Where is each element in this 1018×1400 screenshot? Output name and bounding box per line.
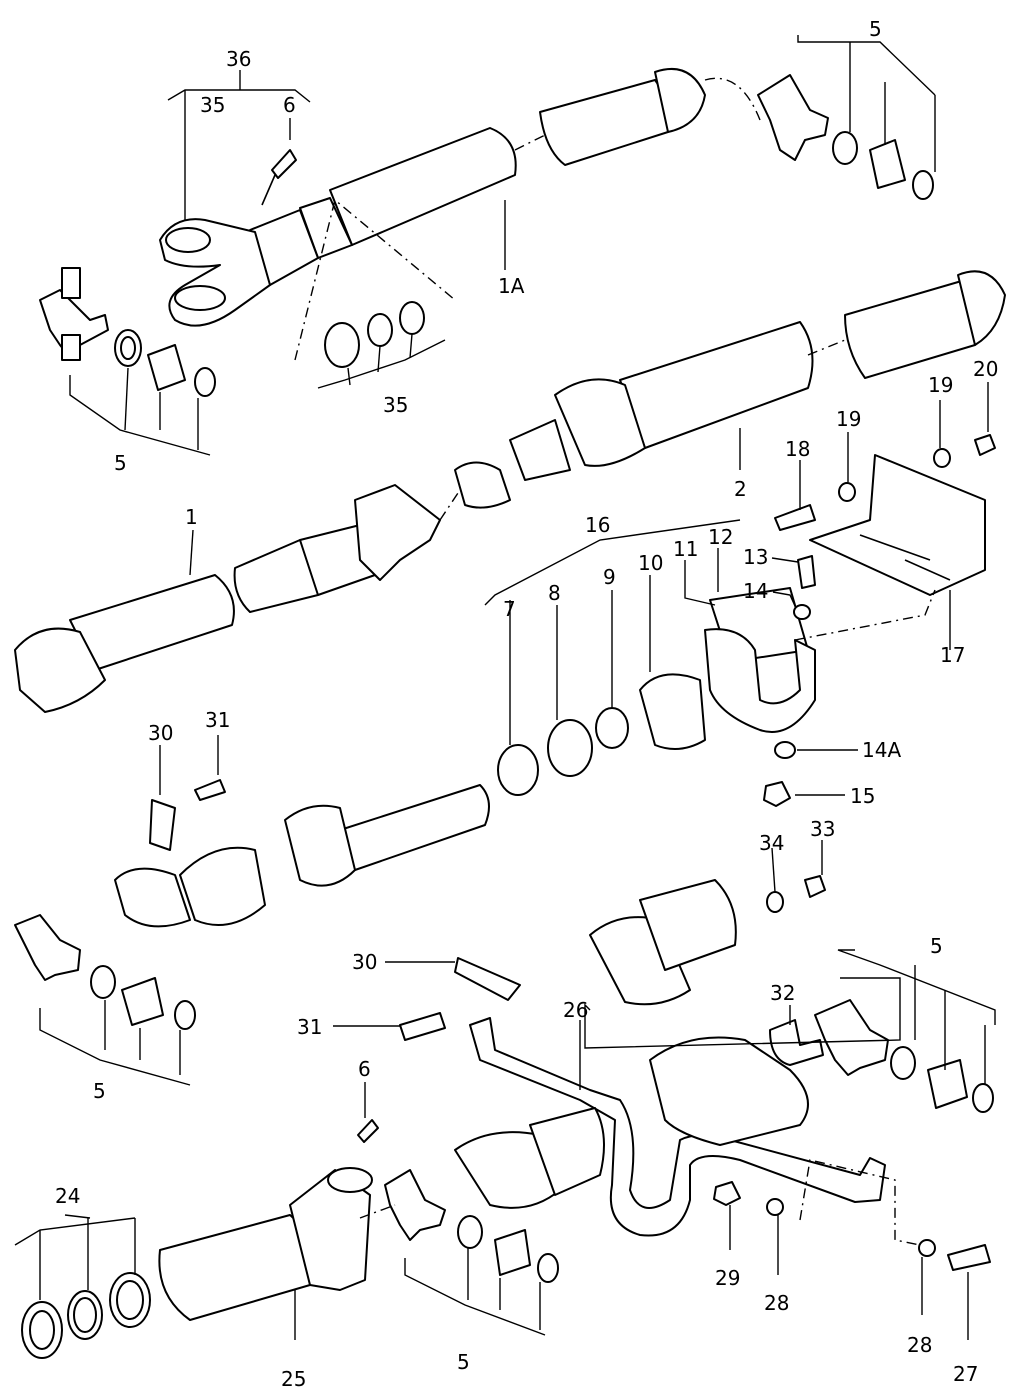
- label-2: 2: [734, 477, 747, 501]
- label-34: 34: [759, 831, 784, 855]
- ujoint-right-lower: [814, 999, 994, 1113]
- label-20: 20: [973, 357, 998, 381]
- label-27: 27: [953, 1362, 978, 1386]
- label-6: 6: [358, 1057, 371, 1081]
- label-5: 5: [93, 1079, 106, 1103]
- ujoint-left-middle: [14, 914, 196, 1030]
- label-28: 28: [907, 1333, 932, 1357]
- label-24: 24: [55, 1184, 80, 1208]
- ujoint-right-top: [757, 74, 934, 200]
- label-19: 19: [836, 407, 861, 431]
- center-bearing-group: [497, 555, 936, 807]
- label-5: 5: [457, 1350, 470, 1374]
- label-36: 36: [226, 47, 251, 71]
- label-10: 10: [638, 551, 663, 575]
- label-18: 18: [785, 437, 810, 461]
- strap-30-bolt-31-top: [149, 779, 226, 851]
- label-35: 35: [383, 393, 408, 417]
- label-5: 5: [930, 934, 943, 958]
- label-33: 33: [810, 817, 835, 841]
- slip-yoke-lower: [454, 1036, 809, 1209]
- label-5: 5: [114, 451, 127, 475]
- label-35: 35: [200, 93, 225, 117]
- grease-fitting-6-top: [261, 149, 297, 206]
- label-13: 13: [743, 545, 768, 569]
- label-17: 17: [940, 643, 965, 667]
- label-1A: 1A: [498, 274, 525, 298]
- bracket-17: [809, 454, 986, 596]
- label-30: 30: [148, 721, 173, 745]
- label-31: 31: [205, 708, 230, 732]
- shaft-25: [158, 1119, 379, 1321]
- strap-30-bolt-31-bottom: [399, 957, 521, 1041]
- leader-lines: [14, 35, 996, 1340]
- label-16: 16: [585, 513, 610, 537]
- label-8: 8: [548, 581, 561, 605]
- label-9: 9: [603, 565, 616, 589]
- flange-yoke: [589, 875, 826, 1006]
- label-29: 29: [715, 1266, 740, 1290]
- ujoint-bottom: [384, 1169, 559, 1283]
- washers-19-nut-20: [838, 434, 996, 502]
- label-11: 11: [673, 537, 698, 561]
- shaft-1: [14, 484, 461, 713]
- part-labels: 36 35 6 5 1A 5 35 19 20 19 18 2 1 16 11 …: [55, 17, 998, 1391]
- bearing-set-left-top: [114, 329, 216, 397]
- label-6: 6: [283, 93, 296, 117]
- label-32: 32: [770, 981, 795, 1005]
- seals-24: [21, 1272, 151, 1359]
- label-25: 25: [281, 1367, 306, 1391]
- label-7: 7: [503, 597, 516, 621]
- slip-shaft: [114, 784, 490, 928]
- label-1: 1: [185, 505, 198, 529]
- label-19: 19: [928, 373, 953, 397]
- support-bar-26: [469, 1017, 886, 1237]
- label-26: 26: [563, 998, 588, 1022]
- ujoint-left-top: [39, 267, 109, 361]
- shaft-2: [454, 270, 1006, 509]
- yoke-35: [159, 218, 271, 327]
- shaft-1A: [249, 67, 761, 286]
- label-14A: 14A: [862, 738, 901, 762]
- label-15: 15: [850, 784, 875, 808]
- label-14: 14: [743, 579, 768, 603]
- label-31: 31: [297, 1015, 322, 1039]
- label-12: 12: [708, 525, 733, 549]
- hardware-27-28-29: [713, 1181, 991, 1271]
- label-28: 28: [764, 1291, 789, 1315]
- label-5: 5: [869, 17, 882, 41]
- label-30: 30: [352, 950, 377, 974]
- bolt-18: [774, 504, 816, 531]
